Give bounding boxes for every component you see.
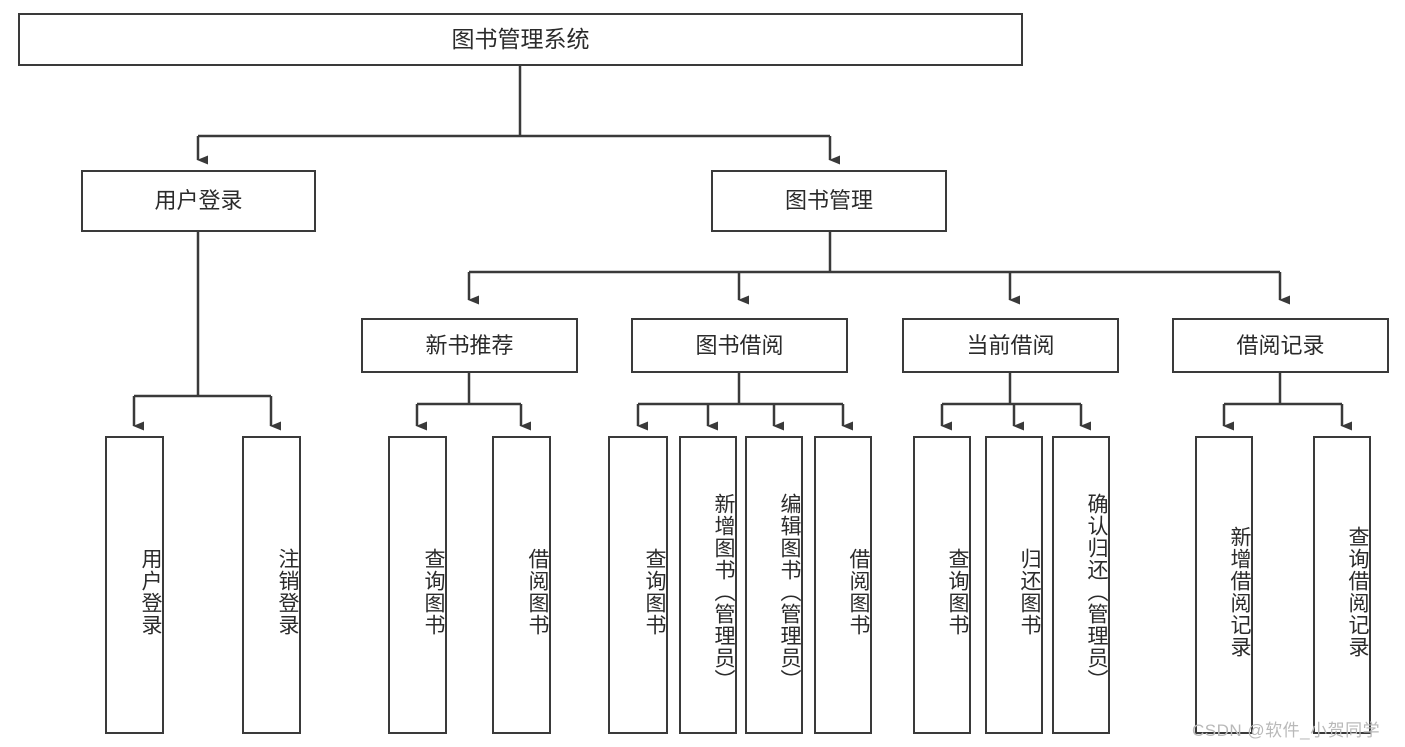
node-label: 新增图书（管理员） bbox=[712, 493, 735, 691]
leaf-user-login-logout[interactable]: 注销登录 bbox=[242, 436, 301, 734]
node-label: 查询借阅记录 bbox=[1346, 526, 1369, 658]
node-label: 查询图书 bbox=[946, 548, 969, 636]
leaf-current-return-book[interactable]: 归还图书 bbox=[985, 436, 1043, 734]
leaf-current-query-book[interactable]: 查询图书 bbox=[913, 436, 971, 734]
node-label: 新增借阅记录 bbox=[1228, 526, 1251, 658]
leaf-borrow-edit-book-admin[interactable]: 编辑图书（管理员） bbox=[745, 436, 803, 734]
node-label: 借阅图书 bbox=[526, 548, 549, 636]
node-label: 归还图书 bbox=[1018, 548, 1041, 636]
node-label: 图书管理 bbox=[784, 188, 873, 214]
node-label: 当前借阅 bbox=[966, 332, 1055, 358]
node-label: 编辑图书（管理员） bbox=[778, 493, 801, 691]
node-label: 图书管理系统 bbox=[451, 25, 590, 52]
node-borrow-records[interactable]: 借阅记录 bbox=[1172, 318, 1389, 373]
node-label: 注销登录 bbox=[276, 548, 299, 636]
node-new-book-recommend[interactable]: 新书推荐 bbox=[361, 318, 578, 373]
node-label: 借阅图书 bbox=[847, 548, 870, 636]
node-label: 查询图书 bbox=[643, 548, 666, 636]
node-book-borrow[interactable]: 图书借阅 bbox=[631, 318, 848, 373]
leaf-current-confirm-return-admin[interactable]: 确认归还（管理员） bbox=[1052, 436, 1110, 734]
node-label: 确认归还（管理员） bbox=[1085, 493, 1108, 691]
leaf-borrow-add-book-admin[interactable]: 新增图书（管理员） bbox=[679, 436, 737, 734]
node-label: 图书借阅 bbox=[695, 332, 784, 358]
node-label: 用户登录 bbox=[154, 188, 243, 214]
leaf-records-add-record[interactable]: 新增借阅记录 bbox=[1195, 436, 1253, 734]
node-label: 用户登录 bbox=[139, 548, 162, 636]
leaf-borrow-borrow-book[interactable]: 借阅图书 bbox=[814, 436, 872, 734]
node-current-borrow[interactable]: 当前借阅 bbox=[902, 318, 1119, 373]
node-label: 查询图书 bbox=[422, 548, 445, 636]
node-label: 新书推荐 bbox=[425, 332, 514, 358]
leaf-borrow-query-book[interactable]: 查询图书 bbox=[608, 436, 668, 734]
leaf-recommend-borrow-book[interactable]: 借阅图书 bbox=[492, 436, 551, 734]
node-user-login[interactable]: 用户登录 bbox=[81, 170, 316, 232]
node-root-system[interactable]: 图书管理系统 bbox=[18, 13, 1023, 66]
leaf-user-login-login[interactable]: 用户登录 bbox=[105, 436, 164, 734]
node-book-management[interactable]: 图书管理 bbox=[711, 170, 947, 232]
leaf-recommend-query-book[interactable]: 查询图书 bbox=[388, 436, 447, 734]
watermark-text: CSDN @软件_小贺同学 bbox=[1192, 721, 1381, 740]
leaf-records-query-record[interactable]: 查询借阅记录 bbox=[1313, 436, 1371, 734]
node-label: 借阅记录 bbox=[1236, 332, 1325, 358]
